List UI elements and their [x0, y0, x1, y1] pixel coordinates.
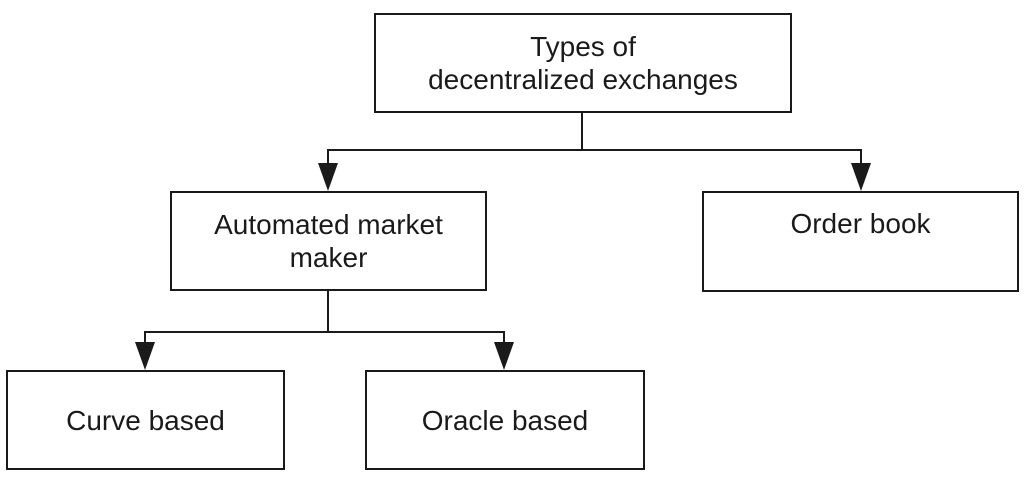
node-automated-market-maker: Automated market maker — [170, 191, 487, 291]
edge-amm-vertical-line — [327, 291, 329, 333]
arrowhead-down-icon — [851, 163, 871, 191]
edge-to-oracle-stub-line — [503, 331, 505, 345]
edge-level1-horizontal-line — [327, 149, 862, 151]
edge-to-amm-stub-line — [327, 149, 329, 165]
node-oracle-based: Oracle based — [365, 370, 645, 470]
edge-to-curve-stub-line — [144, 331, 146, 345]
node-label: Curve based — [66, 404, 225, 436]
arrowhead-down-icon — [494, 342, 514, 370]
node-types-of-decentralized-exchanges: Types of decentralized exchanges — [374, 13, 792, 113]
node-label: Order book — [790, 208, 931, 239]
arrowhead-down-icon — [318, 163, 338, 191]
node-curve-based: Curve based — [6, 370, 285, 470]
node-label: Oracle based — [421, 404, 589, 436]
arrowhead-down-icon — [135, 342, 155, 370]
node-label: Automated market maker — [214, 209, 443, 273]
edge-level2-horizontal-line — [144, 331, 505, 333]
edge-to-order-book-stub-line — [860, 149, 862, 165]
node-order-book: Order book — [702, 191, 1019, 292]
edge-root-vertical-line — [581, 112, 583, 151]
node-label: Types of decentralized exchanges — [428, 31, 738, 95]
